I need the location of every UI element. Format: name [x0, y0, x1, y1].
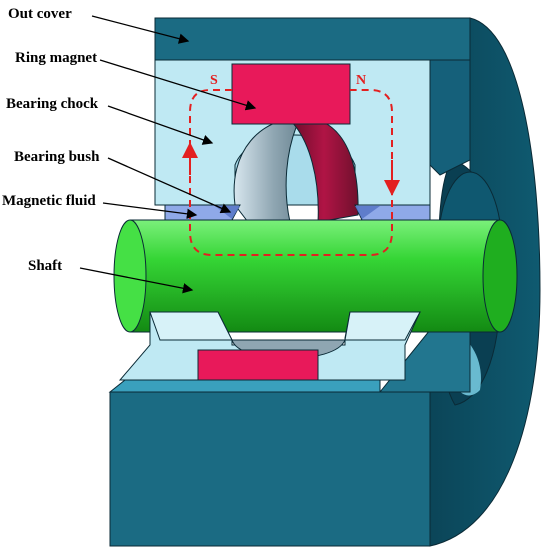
label-shaft: Shaft [28, 258, 62, 274]
label-out-cover: Out cover [8, 6, 72, 22]
shaft [113, 219, 518, 333]
leader-ring-magnet [99, 59, 257, 111]
lower-chock-right-top [344, 311, 421, 341]
lower-chock-left-top [149, 311, 233, 341]
pole-north-label: N [356, 73, 366, 88]
leader-bearing-bush [107, 157, 232, 214]
out-cover-upper-wall [429, 59, 471, 176]
leader-shaft [79, 267, 194, 294]
leader-out-cover [91, 15, 190, 44]
flux-path [189, 89, 393, 256]
magnetic-fluid-right [355, 206, 380, 219]
leader-bearing-chock [107, 105, 214, 145]
label-bearing-bush: Bearing bush [14, 149, 100, 165]
label-magnetic-fluid: Magnetic fluid [2, 193, 96, 209]
ring-magnet-lower [197, 349, 319, 381]
leader-lines [79, 15, 257, 294]
pole-south-label: S [210, 73, 218, 88]
label-bearing-chock: Bearing chock [6, 96, 99, 112]
ring-magnet-upper [231, 63, 351, 125]
leader-magnetic-fluid [102, 202, 198, 219]
out-cover-bottom-face [109, 391, 431, 547]
label-ring-magnet: Ring magnet [15, 50, 97, 66]
